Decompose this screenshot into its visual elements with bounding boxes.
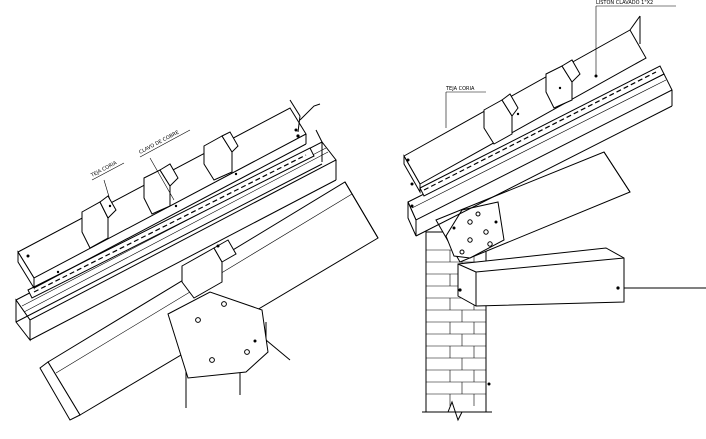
right-batten-label-text: LISTON CLAVADO 1"X2 (596, 0, 653, 6)
left-nail-detail (296, 103, 321, 138)
right-brick-wall (422, 231, 492, 422)
right-steel-plate (445, 201, 505, 259)
right-label-batten: LISTON CLAVADO 1"X2 (595, 0, 676, 76)
left-batten-strip (27, 147, 315, 299)
left-roof-detail: TEJA CORIA CLAVO DE COBRE (15, 99, 379, 421)
left-tile-label-text: TEJA CORIA (89, 160, 118, 179)
left-label-tile: TEJA CORIA (89, 160, 125, 201)
right-roof-tiles (403, 15, 647, 194)
left-ridge-block (181, 239, 237, 299)
left-nail-label-text: CLAVO DE COBRE (138, 130, 180, 156)
left-gusset-plate (167, 291, 269, 379)
left-roof-tiles (17, 99, 307, 290)
right-tile-label-text: TEJA CORIA (445, 86, 475, 92)
right-batten-strip (419, 65, 665, 197)
right-horizontal-beam (457, 247, 706, 307)
right-roof-detail: TEJA CORIA LISTON CLAVADO 1"X2 (403, 0, 706, 422)
right-eave-boards (407, 73, 673, 237)
right-label-tile: TEJA CORIA (445, 86, 486, 128)
